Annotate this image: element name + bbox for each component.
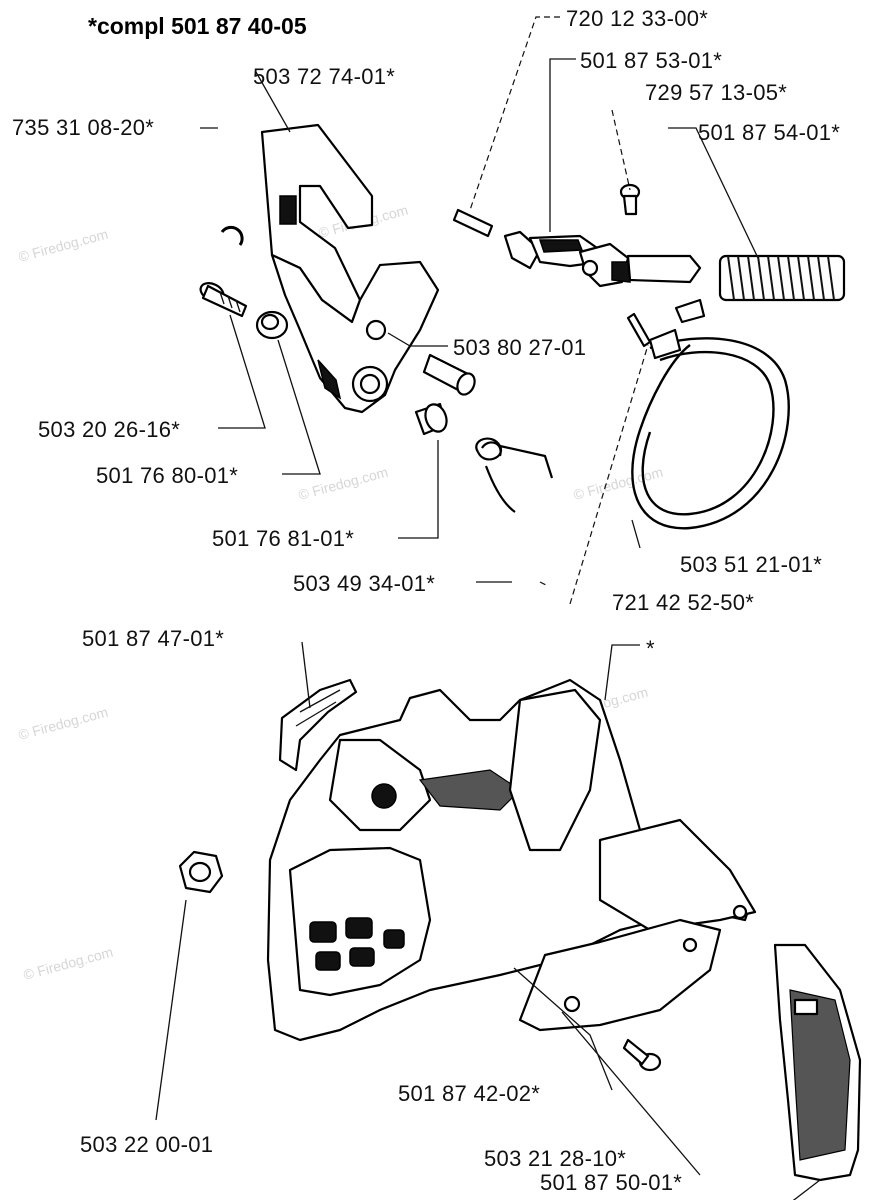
part-label: 735 31 08-20* [12, 115, 154, 140]
part-label: 721 42 52-50* [612, 590, 754, 615]
watermark-text: © Firedog.com [22, 944, 115, 983]
part-label: 503 72 74-01* [253, 64, 395, 89]
brake-lever-part [452, 208, 702, 288]
clip-part [278, 678, 358, 772]
part-label: 501 87 47-01* [82, 626, 224, 651]
cover-plate-part [518, 918, 722, 1032]
chain-guard-part [773, 943, 862, 1182]
part-label: 503 22 00-01 [80, 1132, 213, 1157]
part-label: 503 49 34-01* [293, 571, 435, 596]
part-label: 503 20 26-16* [38, 417, 180, 442]
assembly-title: *compl 501 87 40-05 [88, 13, 307, 39]
watermark-text: © Firedog.com [297, 464, 390, 503]
lever-screw-part [619, 183, 641, 216]
part-label: * [646, 636, 655, 661]
brake-bracket-part [260, 123, 440, 414]
leader-lines [155, 16, 821, 1200]
part-label: 501 87 53-01* [580, 48, 722, 73]
part-label: 501 87 42-02* [398, 1081, 540, 1106]
part-label: 501 76 80-01* [96, 463, 238, 488]
rivet-part [626, 312, 652, 348]
pin-part [422, 353, 476, 396]
torsion-spring-part [475, 437, 554, 513]
part-label: 729 57 13-05* [645, 80, 787, 105]
part-label: 503 51 21-01* [680, 552, 822, 577]
cover-screw-part [622, 1038, 662, 1072]
part-label: 503 80 27-01 [453, 335, 586, 360]
part-label: 501 76 81-01* [212, 526, 354, 551]
compression-spring-part [718, 254, 846, 302]
watermark-text: © Firedog.com [17, 704, 110, 743]
watermark-text: © Firedog.com [17, 226, 110, 265]
chain-brake-housing-part [266, 678, 757, 1042]
part-label: 501 87 54-01* [698, 120, 840, 145]
brake-band-part [631, 298, 790, 530]
screw-part [199, 282, 248, 318]
watermark-text: © Firedog.com [572, 464, 665, 503]
sleeve-part [414, 402, 448, 436]
bushing-part [255, 310, 289, 340]
part-label: 503 21 28-10* [484, 1146, 626, 1171]
part-label: 720 12 33-00* [566, 6, 708, 31]
part-label: 501 87 50-01* [540, 1170, 682, 1195]
nut-part [178, 850, 224, 894]
circlip-part [220, 225, 244, 246]
